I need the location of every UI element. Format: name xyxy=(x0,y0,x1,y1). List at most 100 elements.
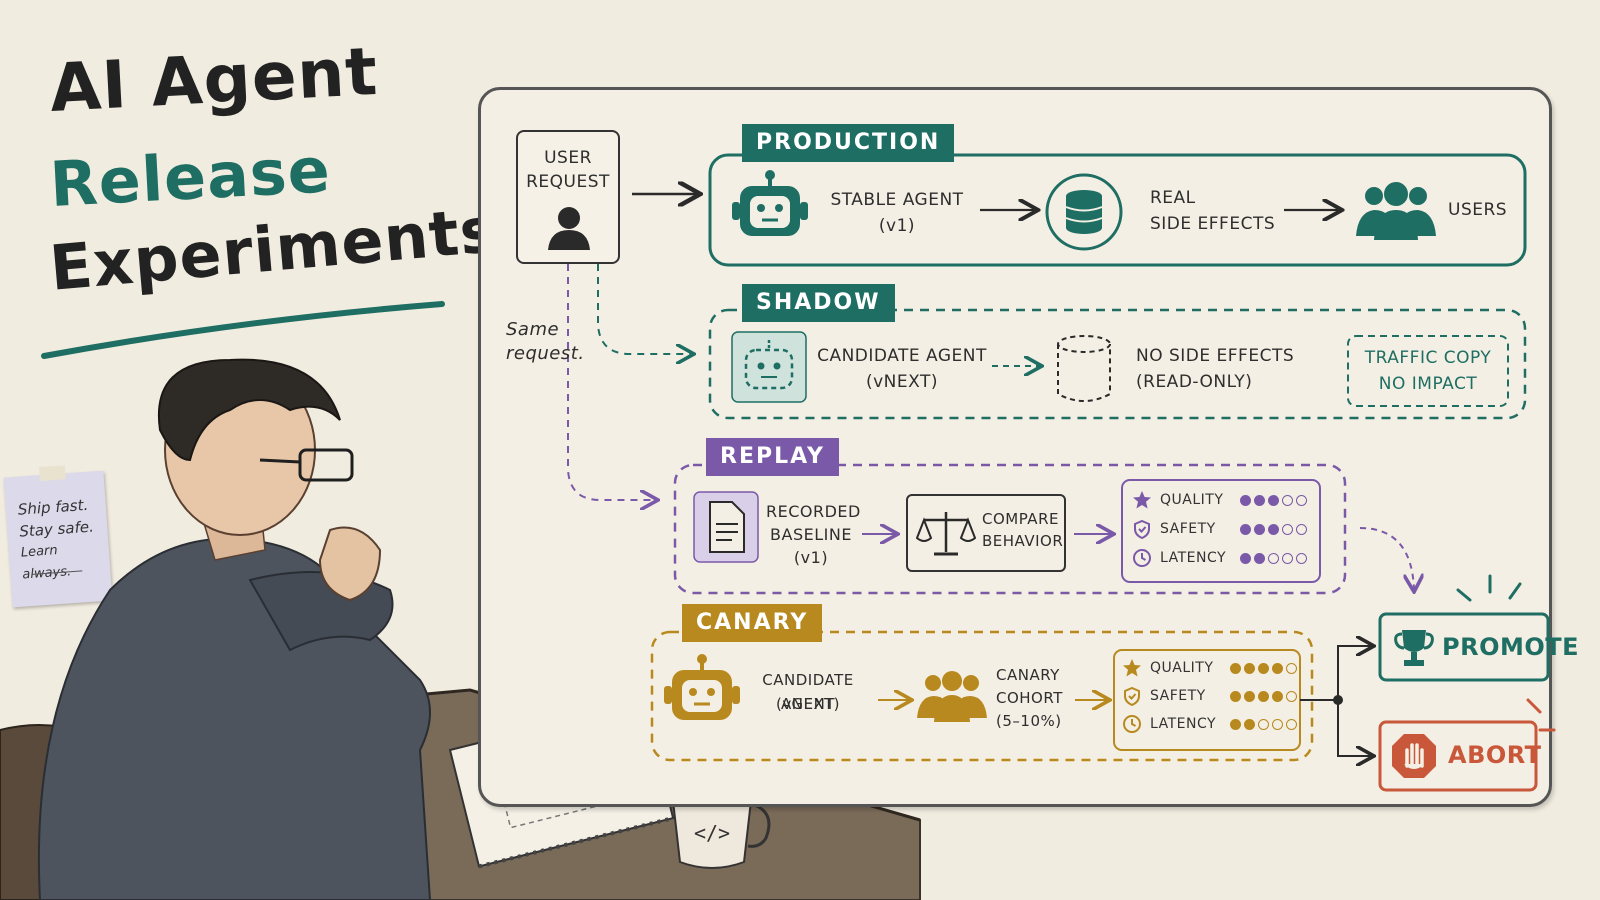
production-tag: PRODUCTION xyxy=(742,124,955,162)
stop-hand-icon xyxy=(1392,734,1436,778)
stable-agent-line-1: STABLE AGENT xyxy=(830,190,964,210)
canary-cohort-line-1: CANARY xyxy=(996,666,1060,684)
canary-tag: CANARY xyxy=(682,604,823,642)
diagram-board xyxy=(478,87,1552,807)
promote-button[interactable]: PROMOTE xyxy=(1442,633,1580,661)
replay-tag: REPLAY xyxy=(706,438,839,476)
rating-dot-empty xyxy=(1258,718,1269,730)
shield-icon xyxy=(1134,519,1150,539)
canary-agent-robot-icon xyxy=(664,654,740,720)
metric-row-safety: SAFETY xyxy=(1122,686,1297,706)
same-request-line-1: Same xyxy=(506,319,560,340)
metric-rating-dots xyxy=(1230,662,1297,674)
rating-dot-filled xyxy=(1230,690,1241,702)
metric-row-latency: LATENCY xyxy=(1122,714,1297,734)
database-icon xyxy=(1045,173,1123,251)
rating-dot-empty xyxy=(1286,662,1297,674)
rating-dot-filled xyxy=(1254,494,1265,506)
traffic-copy-line-1: TRAFFIC COPY xyxy=(1364,348,1492,368)
stable-agent-line-2: (v1) xyxy=(878,216,916,236)
rating-dot-filled xyxy=(1244,718,1255,730)
star-icon xyxy=(1133,491,1151,509)
shield-icon xyxy=(1124,686,1140,706)
abort-button[interactable]: ABORT xyxy=(1448,741,1542,769)
glasses-icon xyxy=(298,448,354,482)
stable-agent-robot-icon xyxy=(732,170,808,236)
user-person-icon xyxy=(548,207,590,250)
metric-rating-dots xyxy=(1240,552,1307,564)
rating-dot-filled xyxy=(1240,494,1251,506)
metric-name: QUALITY xyxy=(1160,492,1224,508)
baseline-line-3: (v1) xyxy=(793,548,829,567)
metric-row-safety: SAFETY xyxy=(1132,519,1307,539)
baseline-line-1: RECORDED xyxy=(766,502,861,521)
star-icon xyxy=(1123,659,1141,677)
rating-dot-filled xyxy=(1244,690,1255,702)
rating-dot-filled xyxy=(1258,662,1269,674)
clock-icon xyxy=(1123,715,1141,733)
metric-name: QUALITY xyxy=(1150,660,1214,676)
compare-behavior-card: COMPARE BEHAVIOR xyxy=(906,494,1066,572)
trophy-icon xyxy=(1394,630,1434,666)
rating-dot-filled xyxy=(1258,690,1269,702)
metric-rating-dots xyxy=(1230,690,1297,702)
rating-dot-filled xyxy=(1230,662,1241,674)
canary-agent-line-1: CANDIDATE AGENT xyxy=(762,671,854,713)
metric-name: SAFETY xyxy=(1150,688,1206,704)
metric-rating-dots xyxy=(1240,494,1307,506)
users-group-icon xyxy=(1356,182,1436,240)
rating-dot-empty xyxy=(1286,690,1297,702)
canary-cohort-line-2: COHORT xyxy=(996,689,1063,707)
rating-dot-filled xyxy=(1254,552,1265,564)
traffic-copy-line-2: NO IMPACT xyxy=(1378,374,1478,394)
metric-name: LATENCY xyxy=(1160,550,1227,566)
metric-rating-dots xyxy=(1240,523,1307,535)
user-request-line-2: REQUEST xyxy=(526,172,610,192)
rating-dot-empty xyxy=(1296,523,1307,535)
no-effects-line-1: NO SIDE EFFECTS xyxy=(1136,346,1295,366)
rating-dot-empty xyxy=(1272,718,1283,730)
same-request-note: Same request. xyxy=(506,318,585,366)
rating-dot-filled xyxy=(1268,494,1279,506)
metric-row-quality: QUALITY xyxy=(1132,490,1307,510)
rating-dot-filled xyxy=(1240,552,1251,564)
same-request-line-2: request. xyxy=(506,343,585,364)
clock-icon xyxy=(1133,549,1151,567)
shadow-agent-line-2: (vNEXT) xyxy=(865,372,938,392)
balance-scale-icon xyxy=(916,512,976,556)
metric-row-latency: LATENCY xyxy=(1132,548,1307,568)
users-label: USERS xyxy=(1448,200,1508,220)
user-request-card: USER REQUEST xyxy=(516,130,620,264)
baseline-line-2: BASELINE xyxy=(770,525,852,544)
rating-dot-empty xyxy=(1282,552,1293,564)
canary-cohort-line-3: (5–10%) xyxy=(996,712,1062,730)
rating-dot-empty xyxy=(1282,494,1293,506)
compare-label: COMPARE BEHAVIOR xyxy=(982,508,1063,552)
shadow-tag: SHADOW xyxy=(742,284,895,322)
baseline-label: RECORDED BASELINE (v1) xyxy=(766,500,861,569)
no-effects-line-2: (READ-ONLY) xyxy=(1136,372,1253,392)
canary-cohort-label: CANARY COHORT (5–10%) xyxy=(996,664,1063,733)
rating-dot-filled xyxy=(1268,523,1279,535)
metric-rating-dots xyxy=(1230,718,1297,730)
database-dashed-icon xyxy=(1057,335,1111,402)
rating-dot-empty xyxy=(1296,494,1307,506)
compare-line-2: BEHAVIOR xyxy=(982,532,1064,550)
rating-dot-filled xyxy=(1240,523,1251,535)
canary-cohort-users-icon xyxy=(917,671,987,722)
rating-dot-filled xyxy=(1254,523,1265,535)
rating-dot-empty xyxy=(1296,552,1307,564)
rating-dot-empty xyxy=(1286,718,1297,730)
recorded-document-icon xyxy=(693,491,759,563)
rating-dot-filled xyxy=(1272,690,1283,702)
real-effects-line-2: SIDE EFFECTS xyxy=(1150,214,1276,234)
metric-name: SAFETY xyxy=(1160,521,1216,537)
user-request-line-1: USER xyxy=(544,148,592,168)
rating-dot-filled xyxy=(1230,718,1241,730)
title-underline xyxy=(41,301,445,359)
rating-dot-filled xyxy=(1272,662,1283,674)
shadow-agent-line-1: CANDIDATE AGENT xyxy=(817,346,987,366)
compare-line-1: COMPARE xyxy=(982,510,1059,528)
real-effects-line-1: REAL xyxy=(1150,188,1196,208)
rating-dot-filled xyxy=(1244,662,1255,674)
